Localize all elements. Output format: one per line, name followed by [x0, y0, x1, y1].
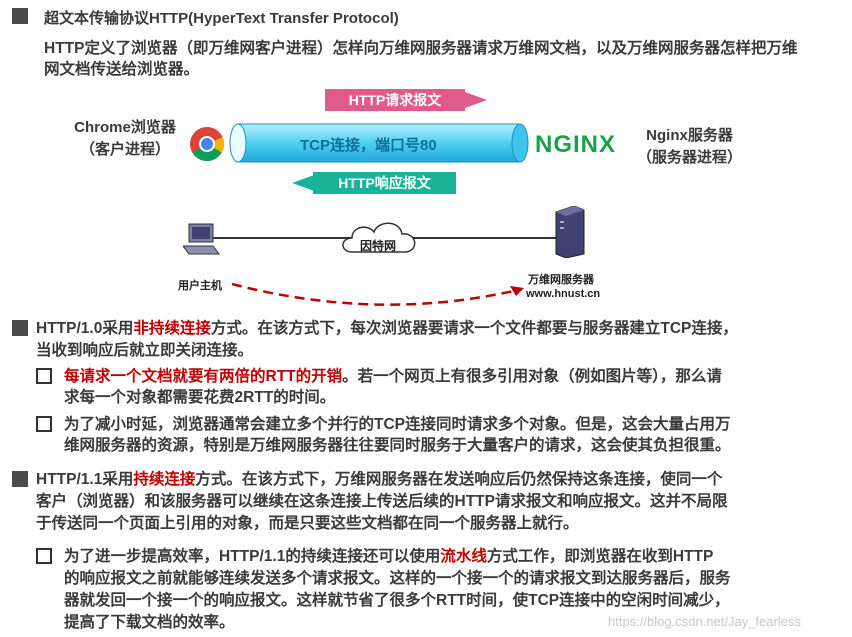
section2-line-3: 于传送同一个页面上引用的对象，而是只要这些文档都在同一个服务器上就行。 — [36, 515, 579, 532]
request-banner: HTTP请求报文 — [325, 89, 465, 111]
intro-line-1: HTTP定义了浏览器（即万维网客户进程）怎样向万维网服务器请求万维网文档，以及万… — [44, 40, 798, 57]
nginx-logo: NGINX — [535, 131, 617, 158]
web-server-url: www.hnust.cn — [526, 288, 601, 300]
section2-bullet1-highlight: 流水线 — [440, 548, 487, 565]
watermark: https://blog.csdn.net/Jay_fearless — [608, 614, 801, 629]
intro-line-2: 网文档传送给浏览器。 — [44, 61, 200, 78]
request-path-arrow — [231, 282, 524, 306]
checkbox-bullet-icon — [36, 368, 52, 384]
section1-bullet2-line-2: 维网服务器的资源，特别是万维网服务器往往要同时服务于大量客户的请求，这会使其负担… — [64, 437, 731, 454]
user-host-label: 用户主机 — [178, 280, 222, 292]
section1-rest: 方式。在该方式下，每次浏览器要请求一个文件都要与服务器建立TCP连接， — [210, 320, 738, 337]
section1-bullet1-rest: 。若一个网页上有很多引用对象（例如图片等），那么请 — [342, 368, 722, 385]
internet-cloud-icon — [342, 222, 416, 253]
page-title: 超文本传输协议HTTP(HyperText Transfer Protocol) — [44, 10, 399, 27]
tcp-pipe — [229, 123, 529, 163]
section1-prefix: HTTP/1.0采用 — [36, 320, 134, 337]
section1-highlight: 非持续连接 — [133, 320, 211, 337]
checkbox-bullet-icon — [36, 548, 52, 564]
section2-line-1: HTTP/1.1采用持续连接方式。在该方式下，万维网服务器在发送响应后仍然保持这… — [36, 469, 722, 490]
user-host-icon — [183, 223, 220, 255]
internet-label: 因特网 — [360, 239, 397, 253]
section2-line-2: 客户（浏览器）和该服务器可以继续在这条连接上传送后续的HTTP请求报文和响应报文… — [36, 493, 728, 510]
section2-bullet1-line-3: 器就发回一个接一个的响应报文。这样就节省了很多个RTT时间，使TCP连接中的空闲… — [64, 592, 730, 609]
client-role: （客户进程） — [79, 141, 170, 158]
web-server-label: 万维网服务器 — [528, 274, 594, 286]
section2-bullet1-line-4: 提高了下载文档的效率。 — [64, 614, 235, 631]
section1-line-2: 当收到响应后就立即关闭连接。 — [36, 342, 254, 359]
section1-line-1: HTTP/1.0采用非持续连接方式。在该方式下，每次浏览器要请求一个文件都要与服… — [36, 318, 738, 339]
section1-bullet2-line-1: 为了减小时延，浏览器通常会建立多个并行的TCP连接同时请求多个对象。但是，这会大… — [64, 416, 731, 433]
section2-rest: 方式。在该方式下，万维网服务器在发送响应后仍然保持这条连接，使同一个 — [195, 471, 723, 488]
server-name: Nginx服务器 — [646, 127, 733, 144]
section2-highlight: 持续连接 — [133, 471, 196, 488]
section1-bullet1-line-2: 求每一个对象都需要花费2RTT的时间。 — [64, 389, 336, 406]
section-bullet-icon — [12, 320, 28, 336]
response-arrow-icon — [292, 175, 314, 191]
section2-bullet1-line-2: 的响应报文之前就能够连续发送多个请求报文。这样的一个接一个的请求报文到达服务器后… — [64, 570, 731, 587]
section2-bullet1-line-1: 为了进一步提高效率，HTTP/1.1的持续连接还可以使用流水线方式工作，即浏览器… — [64, 546, 713, 567]
checkbox-bullet-icon — [36, 416, 52, 432]
client-name: Chrome浏览器 — [74, 119, 176, 136]
section2-bullet1-rest: 方式工作，即浏览器在收到HTTP — [486, 548, 714, 565]
section2-bullet1-pre: 为了进一步提高效率，HTTP/1.1的持续连接还可以使用 — [64, 548, 441, 565]
section2-prefix: HTTP/1.1采用 — [36, 471, 134, 488]
chrome-icon — [190, 127, 224, 161]
request-arrow-icon — [465, 92, 487, 108]
section-bullet-icon — [12, 8, 28, 24]
section1-bullet1-line-1: 每请求一个文档就要有两倍的RTT的开销。若一个网页上有很多引用对象（例如图片等）… — [64, 366, 722, 387]
web-server-icon — [555, 206, 585, 258]
section-bullet-icon — [12, 471, 28, 487]
tcp-pipe-label: TCP连接，端口号80 — [300, 137, 437, 154]
section1-bullet1-highlight: 每请求一个文档就要有两倍的RTT的开销 — [64, 368, 343, 385]
server-role: （服务器进程） — [636, 149, 742, 166]
response-banner: HTTP响应报文 — [313, 172, 456, 194]
